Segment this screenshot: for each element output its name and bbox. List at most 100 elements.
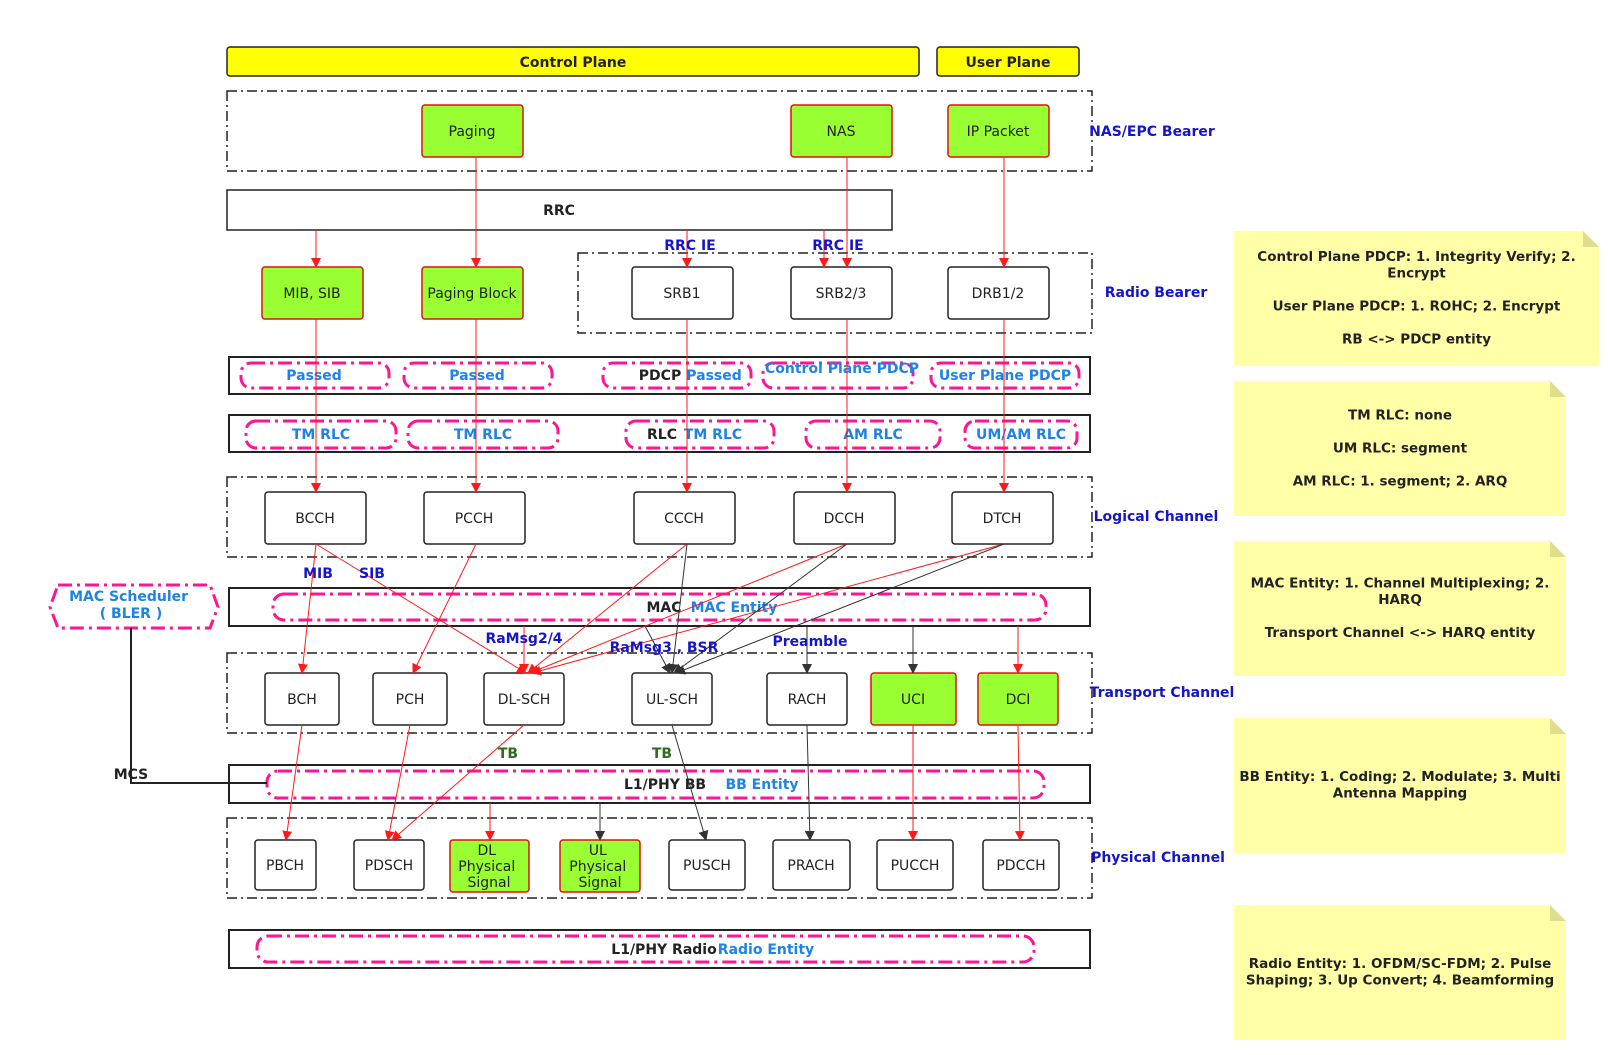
edge-label-preamble: Preamble (772, 634, 847, 650)
connectors (130, 157, 1025, 841)
note-text: MAC Entity: 1. Channel Multiplexing; 2. (1251, 576, 1550, 592)
mac-scheduler-label: MAC Scheduler ( BLER ) (69, 589, 193, 622)
pdcp-entity-label: Control Plane PDCP (765, 361, 919, 377)
mac-layer-label: MAC (646, 600, 681, 616)
pdcp-entity-srb23 (761, 361, 915, 390)
pdcp-entity-label: User Plane PDCP (939, 368, 1071, 384)
mac-scheduler-line2: ( BLER ) (100, 606, 162, 622)
physical-channel-group (226, 817, 1093, 899)
dcch-label: DCCH (824, 511, 865, 527)
drb12-box: DRB1/2 (947, 266, 1050, 320)
note-body (1234, 905, 1566, 1040)
note: Control Plane PDCP: 1. Integrity Verify;… (1234, 231, 1599, 366)
edge-label-sib: SIB (359, 566, 385, 582)
bb-entity-label: BB Entity (725, 777, 798, 793)
arrow-dlsch-to-pdsch (391, 724, 525, 841)
l1-bb-label: L1/PHY BB (624, 777, 706, 793)
rlc-entity-srb23 (804, 419, 942, 450)
rlc-entity-label: TM RLC (454, 427, 512, 443)
note: BB Entity: 1. Coding; 2. Modulate; 3. Mu… (1234, 718, 1566, 853)
arrow-dci-to-pdcch (1014, 724, 1025, 841)
layer-label-radio-bearer: Radio Bearer (1105, 285, 1208, 301)
note-text: TM RLC: none (1348, 407, 1452, 423)
note-text: RB <-> PDCP entity (1342, 332, 1491, 348)
dcch-box: DCCH (793, 491, 896, 545)
radio-entity-label: Radio Entity (718, 942, 814, 958)
arrow-bcch-to-bch (298, 543, 317, 674)
pdsch-box: PDSCH (353, 839, 425, 891)
nas-epc-group (226, 90, 1093, 172)
edge-label-rrc-ie: RRC IE (812, 238, 863, 254)
note-text: BB Entity: 1. Coding; 2. Modulate; 3. Mu… (1239, 769, 1560, 785)
pdcp-entity-drb (929, 361, 1081, 390)
layer-label-transport: Transport Channel (1090, 685, 1235, 701)
mcs-connector (130, 628, 267, 784)
dlsch-box: DL-SCH (483, 672, 565, 726)
ip-packet-label: IP Packet (967, 124, 1030, 140)
note-fold (1550, 541, 1566, 557)
note: TM RLC: none UM RLC: segment AM RLC: 1. se… (1234, 381, 1566, 516)
paging-box: Paging (421, 104, 524, 158)
dci-box: DCI (977, 672, 1059, 726)
rlc-entity-label: TM RLC (684, 427, 742, 443)
note-text: Encrypt (1387, 266, 1446, 282)
prach-label: PRACH (787, 858, 834, 874)
rlc-entity-srb1 (624, 419, 776, 450)
ccch-box: CCCH (633, 491, 736, 545)
pbch-box: PBCH (254, 839, 317, 891)
rlc-entity-drb (963, 419, 1079, 450)
note-text: AM RLC: 1. segment; 2. ARQ (1293, 473, 1508, 489)
srb1-box: SRB1 (631, 266, 734, 320)
paging-block-label: Paging Block (427, 286, 517, 302)
arrow-rach-to-prach (804, 724, 815, 841)
ulsch-label: UL-SCH (646, 692, 698, 708)
arrow-ccch-to-dlsch (527, 543, 688, 674)
pcch-label: PCCH (455, 511, 494, 527)
radio-bearer-group (577, 252, 1093, 334)
pusch-box: PUSCH (668, 839, 746, 891)
prach-box: PRACH (772, 839, 851, 891)
arrow-ccch-to-ulsch (668, 543, 688, 674)
note-fold (1550, 381, 1566, 397)
note-text: UM RLC: segment (1333, 440, 1468, 456)
bch-box: BCH (264, 672, 340, 726)
pbch-label: PBCH (266, 858, 304, 874)
pdcp-entity-srb1 (601, 361, 753, 390)
nas-label: NAS (827, 124, 856, 140)
pcch-box: PCCH (423, 491, 526, 545)
rach-box: RACH (766, 672, 848, 726)
uci-box: UCI (870, 672, 957, 726)
bb-entity (265, 769, 1046, 800)
arrow-ulsch-to-pusch (671, 724, 709, 841)
note: Radio Entity: 1. OFDM/SC-FDM; 2. PulseSh… (1234, 905, 1566, 1040)
note-text: Radio Entity: 1. OFDM/SC-FDM; 2. Pulse (1249, 956, 1552, 972)
paging-label: Paging (449, 124, 496, 140)
ccch-label: CCCH (664, 511, 704, 527)
edge-label-ramsg3: RaMsg3 , BSR (610, 640, 719, 656)
control-plane-label: Control Plane (520, 55, 627, 71)
user-plane-label: User Plane (966, 55, 1051, 71)
edge-label-mcs: MCS (114, 767, 149, 783)
mib-sib-box: MIB, SIB (261, 266, 364, 320)
layer-label-physical: Physical Channel (1091, 850, 1225, 866)
note-body (1234, 381, 1566, 516)
srb1-label: SRB1 (663, 286, 700, 302)
arrow-bcch-to-dlsch (315, 543, 527, 674)
transport-channel-group (226, 652, 1093, 734)
bcch-label: BCCH (295, 511, 334, 527)
bcch-box: BCCH (264, 491, 367, 545)
pdcch-box: PDCCH (982, 839, 1060, 891)
pdcp-entity-label: Passed (449, 368, 505, 384)
ul-physical-line3: Signal (578, 875, 621, 891)
notes: Control Plane PDCP: 1. Integrity Verify;… (1234, 231, 1599, 1040)
note-text: Shaping; 3. Up Convert; 4. Beamforming (1246, 973, 1554, 989)
radio-entity (255, 934, 1036, 964)
arrow-dtch-to-ulsch (675, 543, 1005, 675)
edge-label-tb: TB (498, 746, 518, 762)
dtch-box: DTCH (951, 491, 1054, 545)
pdcp-layer-label: PDCP (639, 368, 681, 384)
note-text: Antenna Mapping (1333, 786, 1467, 802)
rlc-entity-label: UM/AM RLC (976, 427, 1066, 443)
arrow-dcch-to-dlsch (529, 543, 848, 675)
note-fold (1550, 718, 1566, 734)
